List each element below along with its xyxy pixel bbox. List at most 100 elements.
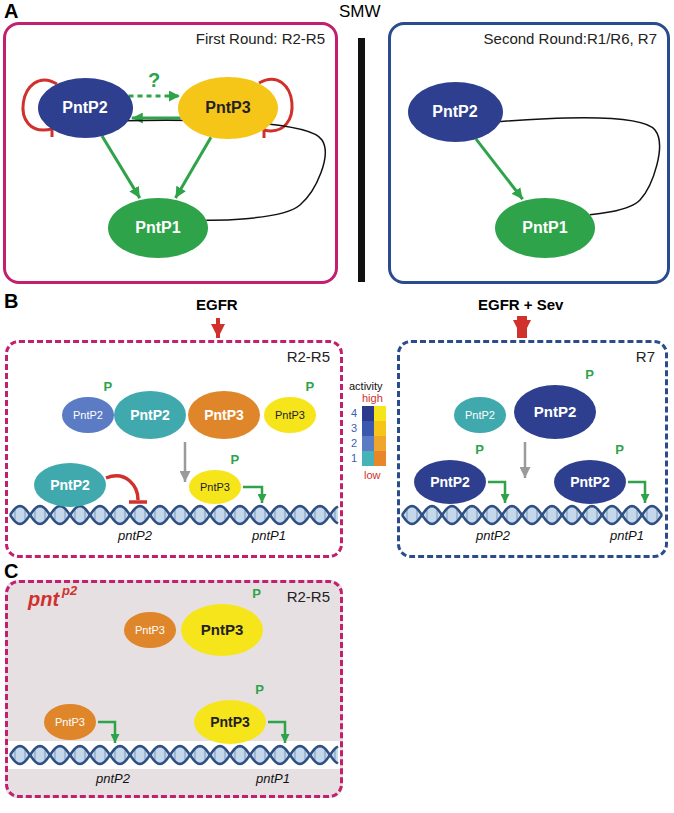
scale-number: 1 xyxy=(351,451,357,466)
protein-ellipse: PntP2 xyxy=(34,463,106,507)
protein-name: PntP2 xyxy=(570,474,610,490)
gene-name: pntP2 xyxy=(118,529,152,544)
activation-arrow xyxy=(243,487,262,503)
connector-arrow xyxy=(476,139,523,199)
mutant-name: pnt xyxy=(28,588,59,611)
region-box: PntP2 PntP3PntP1 First Round: R2-R5 xyxy=(3,22,338,284)
dna-fill xyxy=(10,506,338,524)
scale-end: low xyxy=(364,469,381,482)
region-box: PntP3PntP3PPntP3PntP3PR2-R5 xyxy=(5,580,343,798)
protein-name: PntP2 xyxy=(130,407,170,423)
gene-name: pntP1 xyxy=(252,529,286,544)
protein-ellipse: PntP3 xyxy=(44,704,96,740)
dna-fill xyxy=(10,746,338,764)
dna-fill xyxy=(402,506,662,524)
repression-bar xyxy=(129,500,147,504)
region-title: R7 xyxy=(636,348,655,365)
phospho-mark: P xyxy=(475,443,484,458)
protein-ellipse: PntP3 xyxy=(178,77,278,139)
gene-name: pntP2 xyxy=(96,772,130,787)
protein-ellipse: PntP3 xyxy=(124,612,176,648)
dna-helix-group xyxy=(10,506,662,764)
protein-ellipse: PntP3P xyxy=(194,700,266,744)
dna-strand xyxy=(402,506,662,524)
protein-ellipse: PntP3 xyxy=(188,391,260,439)
repression-line xyxy=(106,476,138,500)
protein-name: PntP3 xyxy=(55,716,85,729)
boundary-label: SMW xyxy=(339,2,381,22)
protein-ellipse: PntP1 xyxy=(108,198,208,258)
protein-name: PntP2 xyxy=(432,103,477,121)
gene-name: pntP2 xyxy=(476,529,510,544)
protein-name: PntP3 xyxy=(201,621,244,638)
scale-swatch xyxy=(374,406,386,421)
signal-arrow xyxy=(216,318,220,338)
dna-strand xyxy=(402,506,662,524)
activation-arrow xyxy=(268,722,285,743)
dna-band xyxy=(8,741,340,769)
phospho-mark: P xyxy=(615,443,624,458)
phospho-mark: P xyxy=(255,683,264,698)
protein-name: PntP3 xyxy=(200,481,230,494)
scale-swatch xyxy=(374,451,386,466)
phospho-mark: P xyxy=(306,380,315,395)
signal-name: EGFR xyxy=(196,296,238,313)
smw-bar xyxy=(358,38,365,282)
connector-arrow xyxy=(129,95,180,98)
protein-name: PntP2 xyxy=(73,409,103,422)
legend-swatch xyxy=(362,421,374,436)
grey-arrow xyxy=(184,442,187,482)
protein-ellipse: PntP2 xyxy=(454,397,506,433)
region-box: PntP2PntP1 Second Round:R1/R6, R7 xyxy=(388,22,670,284)
protein-ellipse: PntP2P xyxy=(62,397,114,433)
region-box: PntP2PntP2PPntP2PPntP2PR7 xyxy=(397,340,668,558)
dna-strand xyxy=(10,746,338,764)
protein-name: PntP3 xyxy=(205,99,250,117)
panel-letter: B xyxy=(4,290,18,313)
protein-name: PntP3 xyxy=(275,409,305,422)
phospho-mark: P xyxy=(252,587,261,602)
region-box: PntP2PPntP2PntP3PntP3PPntP2PntP3PR2-R5 xyxy=(5,340,343,558)
phospho-mark: P xyxy=(231,453,240,468)
protein-name: PntP2 xyxy=(465,409,495,422)
region-title: R2-R5 xyxy=(287,348,330,365)
protein-ellipse: PntP3P xyxy=(189,470,241,504)
region-title: First Round: R2-R5 xyxy=(196,30,325,47)
gene-name: pntP1 xyxy=(610,529,644,544)
activation-arrow xyxy=(628,482,645,503)
scale-swatch xyxy=(374,436,386,451)
mutant-superscript: p2 xyxy=(62,584,77,599)
protein-name: PntP1 xyxy=(135,219,180,237)
scale-number: 2 xyxy=(351,436,357,451)
dna-strand xyxy=(10,746,338,764)
scale-end: high xyxy=(362,392,383,405)
protein-ellipse: PntP3P xyxy=(181,604,263,656)
protein-ellipse: PntP2P xyxy=(414,460,486,504)
signal-arrow xyxy=(517,316,527,338)
panel-letter: A xyxy=(4,0,18,23)
legend-swatch xyxy=(362,451,374,466)
panel-letter: C xyxy=(4,560,18,583)
connector-arrow xyxy=(132,117,181,120)
dna-strand xyxy=(10,506,338,524)
legend-swatch xyxy=(362,406,374,421)
protein-name: PntP3 xyxy=(135,624,165,637)
protein-name: PntP2 xyxy=(50,477,90,493)
dna-strand xyxy=(10,506,338,524)
activation-arrow xyxy=(98,722,115,743)
grey-arrow xyxy=(524,442,527,478)
panel-ground xyxy=(5,580,343,798)
region-title: Second Round:R1/R6, R7 xyxy=(484,30,657,47)
protein-ellipse: PntP1 xyxy=(495,198,595,258)
region-title: R2-R5 xyxy=(287,588,330,605)
protein-name: PntP2 xyxy=(534,403,577,420)
protein-name: PntP2 xyxy=(62,99,107,117)
scale-number: 3 xyxy=(351,421,357,436)
signal-name: EGFR + Sev xyxy=(478,296,563,313)
gene-name: pntP1 xyxy=(256,772,290,787)
phospho-mark: P xyxy=(585,368,594,383)
protein-name: PntP3 xyxy=(204,407,244,423)
protein-ellipse: PntP3P xyxy=(264,397,316,433)
